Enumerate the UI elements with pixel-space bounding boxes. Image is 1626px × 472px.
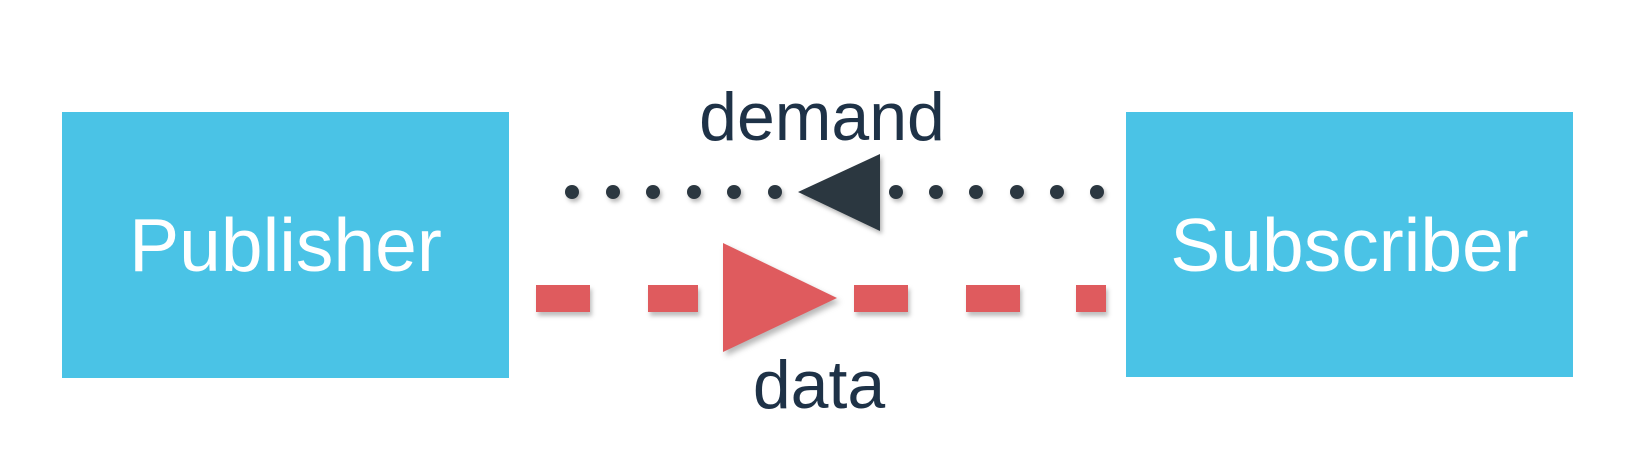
dot [1049,185,1064,199]
dot [1089,185,1104,199]
left-arrowhead-icon [798,154,880,231]
demand-dotted-line-right-segment [889,185,1104,199]
right-arrowhead-icon [723,243,837,352]
demand-dotted-line-left-segment [565,185,782,199]
publisher-node: Publisher [62,112,509,378]
dot [727,185,742,199]
data-edge-label: data [752,347,886,423]
dash [854,285,908,312]
demand-edge-label: demand [699,79,945,155]
dot [605,185,620,199]
dot [565,185,579,199]
dot [686,185,701,199]
dash [966,285,1020,312]
dash [648,285,698,312]
dot [1009,185,1024,199]
dot [969,185,984,199]
subscriber-label: Subscriber [1170,202,1529,287]
dash [1076,285,1106,312]
publisher-label: Publisher [129,203,442,287]
dot [646,185,661,199]
dot [929,185,944,199]
dot [767,185,782,199]
subscriber-node: Subscriber [1126,112,1573,377]
dot [889,185,903,199]
dash [536,285,590,312]
